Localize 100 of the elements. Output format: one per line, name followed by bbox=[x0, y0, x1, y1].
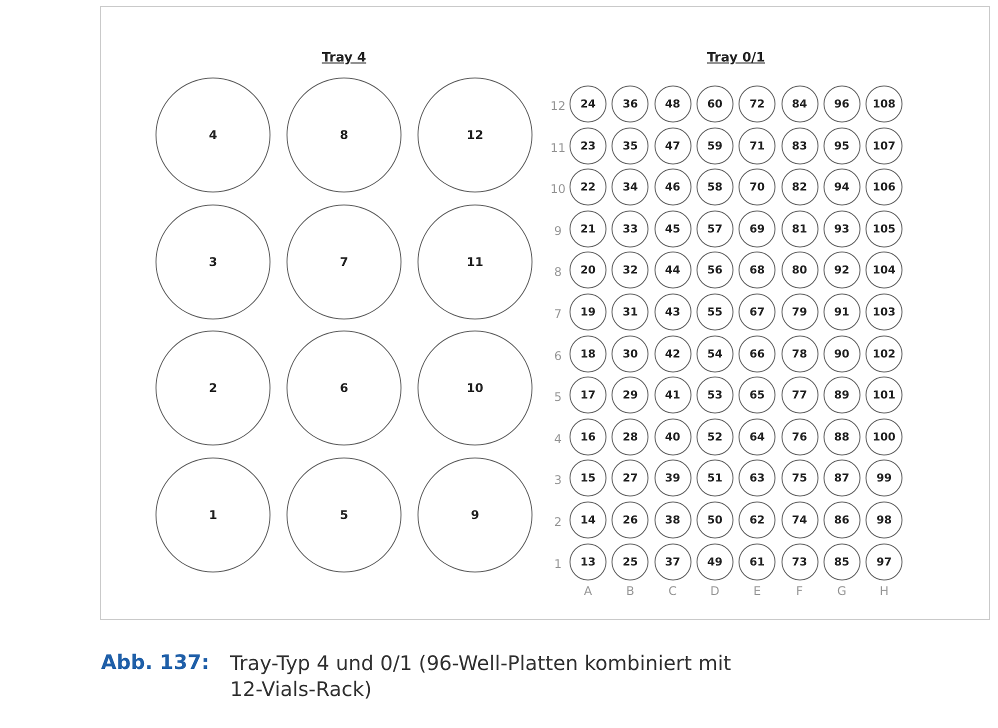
position-number: 64 bbox=[750, 430, 765, 444]
tray-heading: Tray 0/1 bbox=[706, 50, 766, 66]
position-number: 66 bbox=[750, 347, 765, 360]
position-number: 30 bbox=[622, 347, 638, 360]
figure-caption: Tray-Typ 4 und 0/1 (96-Well-Platten kombiniert mit 12-Vials-Rack) bbox=[230, 650, 732, 702]
column-letter: G bbox=[837, 584, 846, 598]
position-number: 104 bbox=[872, 264, 896, 277]
position-number: 108 bbox=[872, 98, 896, 110]
position-number: 3 bbox=[208, 254, 218, 269]
row-number: 4 bbox=[554, 432, 562, 446]
position-number: 33 bbox=[622, 222, 638, 236]
position-number: 99 bbox=[876, 472, 892, 485]
position-number: 96 bbox=[834, 98, 850, 110]
position-number: 84 bbox=[792, 98, 808, 110]
position-number: 2 bbox=[208, 381, 218, 396]
position-number: 76 bbox=[792, 430, 808, 444]
position-number: 102 bbox=[872, 347, 896, 360]
position-number: 25 bbox=[622, 555, 638, 568]
position-number: 107 bbox=[872, 139, 896, 152]
position-number: 42 bbox=[664, 347, 680, 360]
position-number: 69 bbox=[750, 222, 765, 236]
position-number: 35 bbox=[622, 139, 638, 152]
column-letter: C bbox=[668, 584, 677, 598]
row-number: 6 bbox=[554, 348, 562, 363]
position-number: 41 bbox=[664, 388, 680, 402]
position-number: 91 bbox=[834, 306, 850, 318]
position-number: 77 bbox=[792, 388, 808, 402]
position-number: 95 bbox=[834, 139, 850, 152]
position-number: 78 bbox=[792, 347, 808, 360]
row-number: 9 bbox=[554, 224, 562, 238]
figure-number: Abb. 137: bbox=[101, 650, 210, 674]
position-number: 105 bbox=[872, 222, 896, 236]
position-number: 23 bbox=[580, 139, 596, 152]
row-number: 5 bbox=[554, 390, 562, 404]
column-letter: E bbox=[753, 584, 761, 598]
position-number: 47 bbox=[664, 139, 680, 152]
position-number: 62 bbox=[750, 514, 765, 526]
position-number: 26 bbox=[622, 514, 638, 526]
row-number: 7 bbox=[554, 307, 562, 321]
row-number: 2 bbox=[554, 515, 562, 529]
position-number: 51 bbox=[707, 472, 723, 485]
tray-heading: Tray 4 bbox=[322, 50, 366, 66]
position-number: 106 bbox=[872, 180, 896, 194]
row-number: 11 bbox=[550, 140, 566, 155]
position-number: 89 bbox=[834, 388, 850, 402]
position-number: 29 bbox=[622, 388, 638, 402]
position-number: 93 bbox=[834, 222, 850, 236]
position-number: 7 bbox=[340, 254, 348, 269]
position-number: 65 bbox=[750, 388, 765, 402]
position-number: 1 bbox=[208, 508, 218, 522]
row-number: 12 bbox=[550, 99, 566, 113]
position-number: 92 bbox=[834, 264, 850, 277]
position-number: 39 bbox=[664, 472, 680, 485]
position-number: 85 bbox=[834, 555, 850, 568]
row-number: 1 bbox=[554, 556, 562, 571]
position-number: 11 bbox=[466, 254, 484, 269]
row-number: 3 bbox=[554, 473, 562, 488]
position-number: 57 bbox=[707, 222, 723, 236]
position-number: 63 bbox=[750, 472, 765, 485]
position-number: 27 bbox=[622, 472, 638, 485]
position-number: 88 bbox=[834, 430, 850, 444]
position-number: 73 bbox=[792, 555, 808, 568]
row-number: 8 bbox=[554, 265, 562, 280]
position-number: 40 bbox=[664, 430, 680, 444]
position-number: 97 bbox=[876, 555, 892, 568]
position-number: 22 bbox=[580, 180, 596, 194]
position-number: 59 bbox=[707, 139, 723, 152]
position-number: 19 bbox=[580, 306, 596, 318]
position-number: 83 bbox=[792, 139, 808, 152]
position-number: 10 bbox=[466, 381, 484, 396]
position-number: 17 bbox=[580, 388, 596, 402]
position-number: 34 bbox=[622, 180, 638, 194]
position-number: 68 bbox=[750, 264, 765, 277]
position-number: 43 bbox=[664, 306, 680, 318]
position-number: 48 bbox=[664, 98, 680, 110]
position-number: 16 bbox=[580, 430, 596, 444]
position-number: 87 bbox=[834, 472, 850, 485]
position-number: 14 bbox=[580, 514, 596, 526]
position-number: 61 bbox=[750, 555, 765, 568]
position-number: 72 bbox=[750, 98, 765, 110]
position-number: 18 bbox=[580, 347, 596, 360]
position-number: 38 bbox=[664, 514, 680, 526]
position-number: 81 bbox=[792, 222, 808, 236]
column-letter: F bbox=[796, 584, 803, 598]
position-number: 60 bbox=[707, 98, 723, 110]
position-number: 70 bbox=[750, 180, 765, 194]
position-number: 100 bbox=[872, 430, 896, 444]
position-number: 53 bbox=[707, 388, 723, 402]
row-number: 10 bbox=[550, 182, 566, 196]
position-number: 54 bbox=[707, 347, 723, 360]
position-number: 15 bbox=[580, 472, 596, 485]
position-number: 75 bbox=[792, 472, 808, 485]
position-number: 37 bbox=[664, 555, 680, 568]
position-number: 31 bbox=[622, 306, 638, 318]
position-number: 55 bbox=[707, 306, 723, 318]
column-letter: B bbox=[626, 584, 634, 598]
position-number: 46 bbox=[664, 180, 680, 194]
position-number: 4 bbox=[208, 128, 218, 142]
position-number: 45 bbox=[664, 222, 680, 236]
position-number: 20 bbox=[580, 264, 596, 277]
